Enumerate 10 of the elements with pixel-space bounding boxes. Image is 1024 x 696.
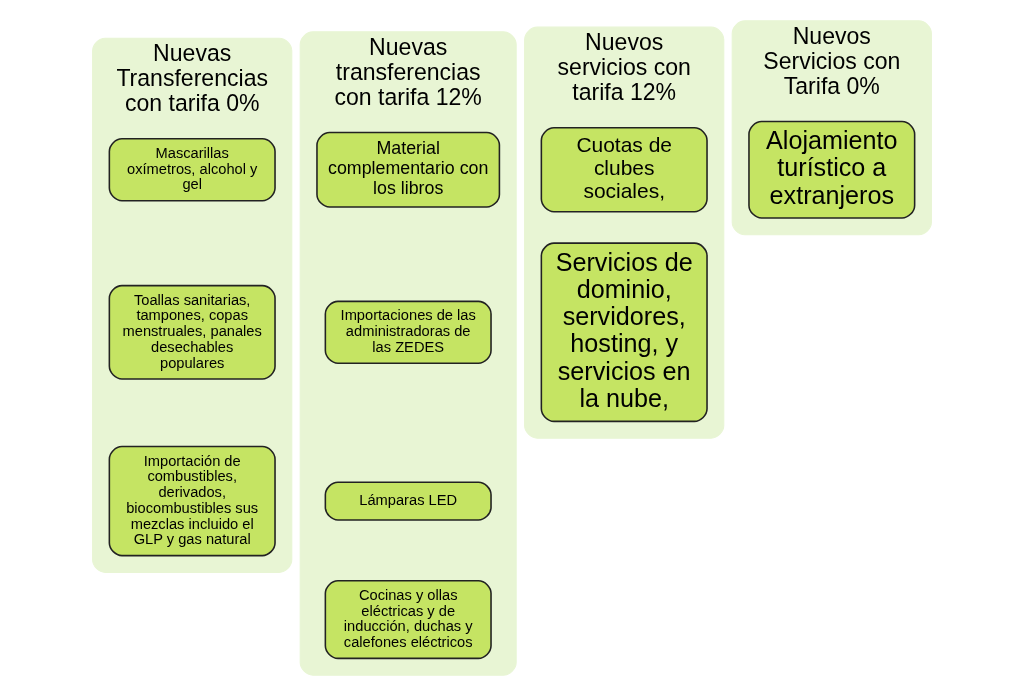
node-box: Servicios de dominio, servidores, hosting, y servicios en la nube, (540, 242, 708, 423)
node-box: Importación de combustibles, derivados, biocombustibles sus mezclas incluido el GLP y gas natural (108, 445, 276, 557)
node-box: Mascarillas oxímetros, alcohol y gel (108, 138, 276, 202)
node-box: Lámparas LED (324, 481, 492, 521)
node-box: Importaciones de las administradoras de las ZEDES (324, 300, 492, 364)
node-box: Toallas sanitarias, tampones, copas menstruales, panales desechables populares (108, 284, 276, 380)
node-box: Cuotas de clubes sociales, (540, 127, 708, 213)
node-box: Alojamiento turístico a extranjeros (748, 120, 916, 219)
node-box: Material complementario con los libros (316, 131, 501, 208)
node-box: Cocinas y ollas eléctricas y de inducción, duchas y calefones eléctricos (324, 580, 492, 660)
